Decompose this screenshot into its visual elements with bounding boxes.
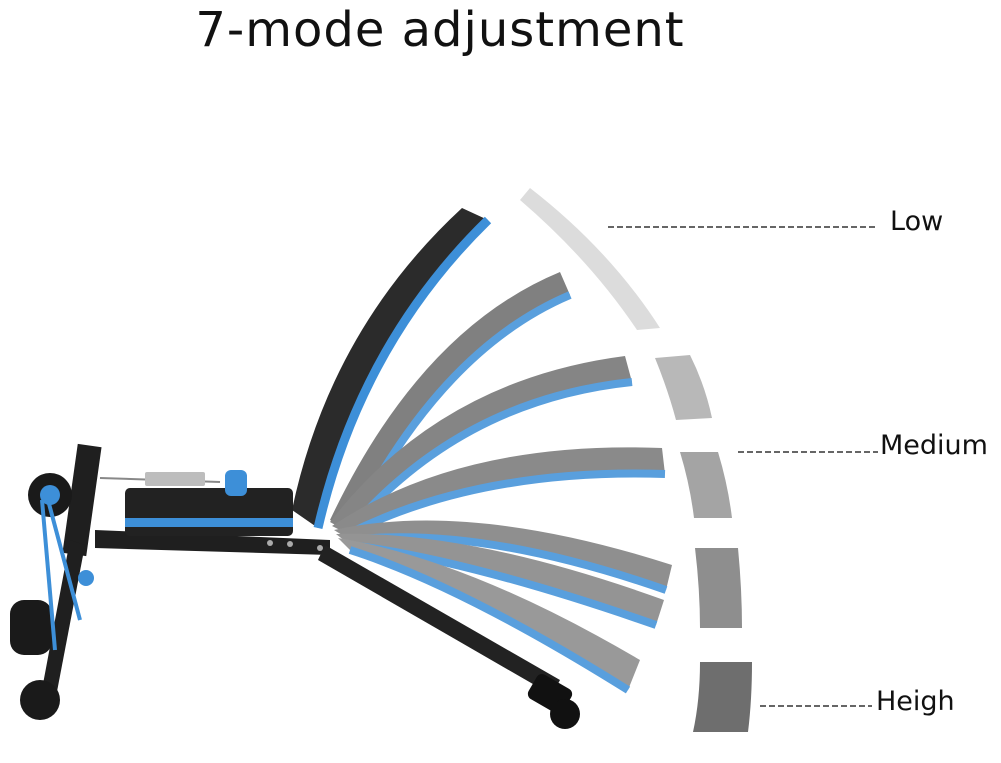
arc-segment-2 [655,355,712,420]
backrest-upright [292,208,492,530]
resistance-spring [99,470,247,496]
label-low: Low [890,206,944,237]
bench-frame [95,530,580,729]
label-high: Heigh [876,686,955,717]
seat-pad [125,488,293,536]
angle-indicator-arc [520,188,752,732]
page-title: 7-mode adjustment [195,2,685,58]
arc-segment-3 [680,452,732,518]
label-medium: Medium [880,430,988,461]
leg-assembly [10,443,102,720]
backrest-pos-7 [338,538,640,694]
arc-segment-5 [693,662,752,732]
arc-segment-1 [520,188,660,330]
arc-segment-4 [695,548,742,628]
backrest-pos-4 [332,447,666,538]
backrest-positions [330,272,672,694]
